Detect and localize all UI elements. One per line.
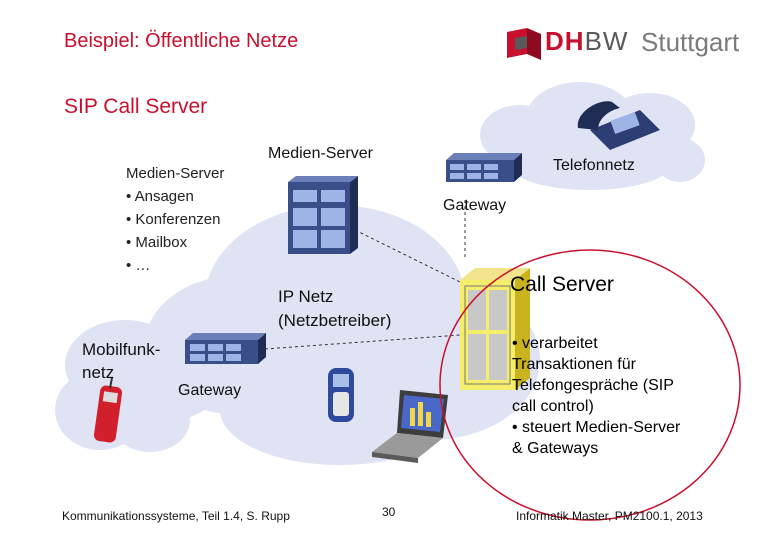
feature-list-heading: Medien-Server [126, 165, 225, 182]
dhbw-logo: DHBW Stuttgart [505, 24, 745, 64]
call-server-ellipse [439, 249, 741, 521]
media-server-label: Medien-Server [268, 145, 373, 162]
ip-netz-label-line2: (Netzbetreiber) [278, 311, 392, 330]
note-line: call control) [512, 398, 594, 415]
footer-right: Informatik Master, PM2100.1, 2013 [516, 509, 703, 523]
dhbw-logo-mark-icon [507, 28, 541, 60]
gateway-top-icon [446, 153, 522, 182]
logo-bw: BW [584, 26, 629, 56]
logo-wordmark: DHBW [545, 26, 628, 57]
mobilfunk-label-line1: Mobilfunk- [82, 340, 161, 359]
connection-lines [264, 200, 466, 350]
note-line: • verarbeitet [512, 335, 598, 352]
mobilfunk-label-line2: netz [82, 363, 115, 382]
gateway-bottom-icon [185, 333, 266, 364]
media-server-icon [288, 176, 358, 254]
page-title: Beispiel: Öffentliche Netze [64, 30, 299, 52]
note-line: Transaktionen für [512, 356, 636, 373]
mobile-phone-red-icon [93, 377, 123, 443]
note-line: Telefongespräche (SIP [512, 377, 674, 394]
footer-left: Kommunikationssysteme, Teil 1.4, S. Rupp [62, 509, 290, 523]
gateway-top-label: Gateway [443, 197, 507, 214]
mobilfunk-label: Mobilfunk- netz [82, 338, 160, 384]
mobile-phone-blue-icon [328, 368, 354, 422]
logo-dh: DH [545, 26, 585, 56]
call-server-icon [460, 268, 530, 390]
note-line: & Gateways [512, 440, 599, 457]
ip-netz-label-line1: IP Netz [278, 287, 334, 306]
mobile-network-cloud [55, 320, 190, 452]
feature-item: • Ansagen [126, 188, 194, 205]
slide-subtitle: SIP Call Server [64, 95, 208, 118]
gateway-bottom-label: Gateway [178, 382, 242, 399]
feature-item: • Konferenzen [126, 211, 221, 228]
ip-netz-label: IP Netz (Netzbetreiber) [278, 285, 391, 333]
laptop-icon [372, 390, 448, 463]
media-server-feature-list: Medien-Server • Ansagen • Konferenzen • … [126, 162, 224, 277]
page-number: 30 [382, 505, 396, 519]
note-line: • steuert Medien-Server [512, 419, 681, 436]
call-server-label: Call Server [510, 273, 614, 296]
feature-item: • … [126, 257, 151, 274]
telefonnetz-label: Telefonnetz [553, 157, 635, 174]
feature-item: • Mailbox [126, 234, 188, 251]
desk-phone-icon [577, 101, 660, 150]
logo-city: Stuttgart [641, 27, 740, 57]
call-server-notes: • verarbeitet Transaktionen für Telefong… [512, 333, 680, 459]
